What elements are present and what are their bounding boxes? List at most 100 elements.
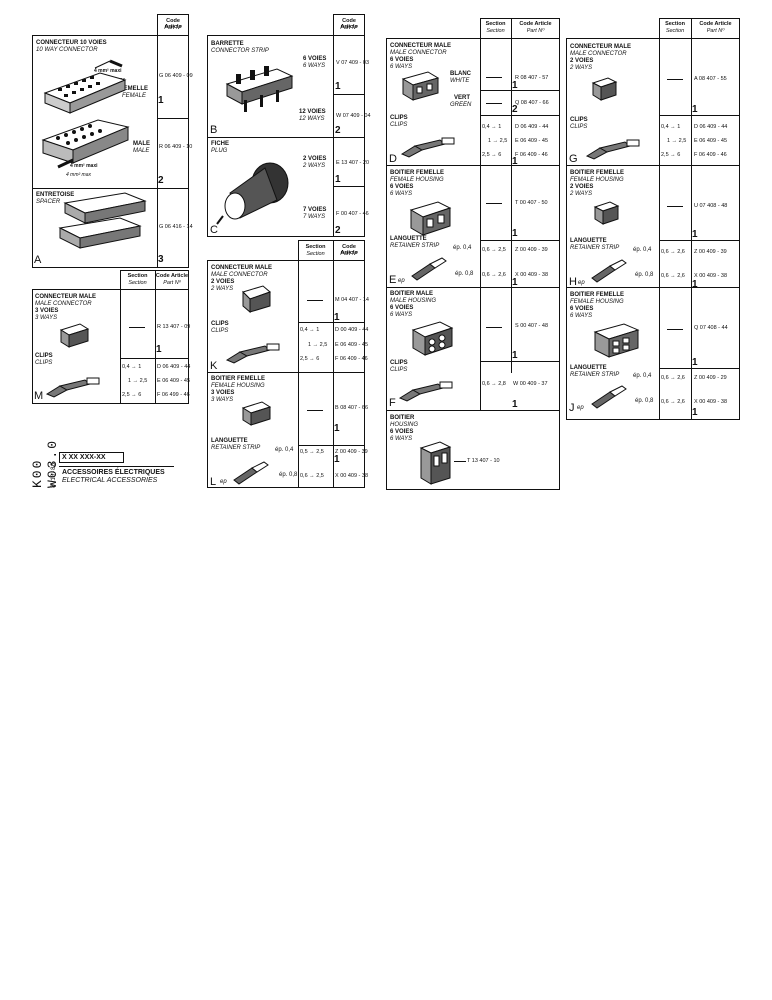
- part-code: W 07 409 - 04: [336, 113, 371, 119]
- thickness: ép. 0,4: [275, 447, 294, 453]
- panel-h-title-en: FEMALE HOUSING: [570, 177, 624, 183]
- part-code: Z 00 409 - 39: [694, 249, 727, 255]
- panel-letter: A: [34, 254, 42, 266]
- color-green: VERT: [454, 95, 471, 101]
- part-code: S 00 407 - 48: [515, 323, 549, 329]
- panel-j-title-en: FEMALE HOUSING: [570, 299, 624, 305]
- panel-letter: D: [389, 153, 397, 165]
- section-range: 2,5 → 6: [300, 356, 320, 362]
- code-box-text: X XX XXX-XX: [62, 454, 106, 461]
- code-header-en: Part Nº: [340, 251, 358, 257]
- section-header: Section: [127, 273, 148, 279]
- ways-label-en: 3 WAYS: [211, 397, 234, 403]
- panel-housing: [386, 410, 560, 490]
- section-header-en: Section: [665, 28, 685, 34]
- clips-label: CLIPS: [570, 117, 588, 123]
- panel-k-title: CONNECTEUR MALE: [211, 265, 272, 271]
- retainer-label: LANGUETTE: [390, 236, 427, 242]
- code-header-fr: Code Article: [519, 21, 552, 27]
- ep-label: ep: [220, 479, 227, 485]
- part-code: G 06 416 - 14: [159, 224, 193, 230]
- male-connector-2way-drawing: [242, 285, 271, 314]
- section-header: Section: [665, 21, 685, 27]
- female-housing-2way-drawing: [593, 201, 620, 225]
- clips-label: CLIPS: [390, 115, 408, 121]
- spacer-drawing: [58, 192, 147, 249]
- panel-f-title: BOITIER MALE: [390, 291, 433, 297]
- panel-b-title: BARRETTE: [211, 41, 244, 47]
- male-label-en: MALE: [133, 148, 150, 154]
- panel-l-title-en: FEMALE HOUSING: [211, 383, 265, 389]
- section-range: 0,6 → 2,6: [661, 273, 685, 279]
- ep-label: ep: [578, 280, 585, 286]
- ways-label-en: 6 WAYS: [390, 312, 413, 318]
- clips-label: CLIPS: [211, 321, 229, 327]
- ways-label-en: 7 WAYS: [303, 214, 326, 220]
- panel-m-title-en: MALE CONNECTOR: [35, 301, 92, 307]
- retainer-strip-drawing: [591, 385, 627, 409]
- part-code: F 06 409 - 46: [515, 152, 548, 158]
- part-code: E 06 409 - 45: [157, 378, 191, 384]
- retainer-label-en: RETAINER STRIP: [390, 243, 440, 249]
- housing-6way-drawing: [419, 441, 452, 485]
- panel-c-title: FICHE: [211, 141, 229, 147]
- housing-title-en: HOUSING: [390, 422, 419, 428]
- date-vertical: 8 10-86: [50, 462, 57, 488]
- part-code: X 00 409 - 38: [694, 273, 728, 279]
- panel-letter: B: [210, 124, 218, 136]
- section-dash: [667, 79, 683, 80]
- panel-l-title: BOITIER FEMELLE: [211, 376, 265, 382]
- housing-title: BOITIER: [390, 415, 415, 421]
- code-header-en: Part Nº: [526, 28, 545, 34]
- part-code: F 06 409 - 46: [335, 356, 368, 362]
- section-range: 0,6 → 2,5: [482, 247, 506, 253]
- panel-h-title: BOITIER FEMELLE: [570, 170, 624, 176]
- color-white-en: WHITE: [450, 78, 470, 84]
- section-header: Section: [305, 244, 326, 250]
- female-label: FEMELLE: [120, 86, 148, 92]
- retainer-strip-drawing: [411, 257, 447, 281]
- section-header-en: Section: [306, 251, 325, 257]
- part-code: D 06 409 - 44: [694, 124, 728, 130]
- part-code: Z 00 409 - 39: [515, 247, 548, 253]
- ways-label: 2 VOIES: [570, 58, 594, 64]
- section-dash: [486, 77, 502, 78]
- part-code: W 00 409 - 37: [513, 381, 548, 387]
- panel-f-title-en: MALE HOUSING: [390, 298, 437, 304]
- male-connector-3way-drawing: [59, 323, 90, 348]
- qty: 1: [512, 277, 518, 288]
- ways-label-en: 6 WAYS: [390, 64, 413, 70]
- retainer-strip-drawing: [591, 259, 627, 283]
- section-range: 0,6 → 2,6: [661, 375, 685, 381]
- section-dash: [486, 203, 502, 204]
- ways-label: 2 VOIES: [211, 279, 235, 285]
- qty: 2: [512, 104, 518, 115]
- clips-label-en: CLIPS: [390, 367, 408, 373]
- section-range: 1 → 2,5: [308, 342, 328, 348]
- retainer-label: LANGUETTE: [570, 238, 607, 244]
- retainer-label-en: RETAINER STRIP: [211, 445, 261, 451]
- panel-d-title-en: MALE CONNECTOR: [390, 50, 447, 56]
- category-fr: ACCESSOIRES ÉLECTRIQUES: [62, 469, 165, 476]
- clips-label-en: CLIPS: [35, 360, 53, 366]
- category-en: ELECTRICAL ACCESSORIES: [62, 477, 158, 484]
- female-label-en: FEMALE: [122, 93, 147, 99]
- section-range: 0,6 → 2,5: [300, 473, 324, 479]
- color-white: BLANC: [450, 71, 471, 77]
- part-code: R 13 407 - 09: [157, 324, 191, 330]
- ways-label-en: 6 WAYS: [390, 436, 413, 442]
- qty: 2: [335, 225, 341, 236]
- ways-label: 6 VOIES: [390, 429, 414, 435]
- panel-g-title-en: MALE CONNECTOR: [570, 51, 627, 57]
- part-code: T 00 407 - 50: [515, 200, 548, 206]
- section-range: 0,6 → 2,6: [661, 399, 685, 405]
- qty: 1: [335, 81, 341, 92]
- code-header-fr: Code Article: [699, 21, 732, 27]
- ways-label-en: 2 WAYS: [211, 286, 234, 292]
- qty: 1: [692, 357, 698, 368]
- panel-j: [566, 287, 740, 420]
- qty: 1: [512, 156, 518, 167]
- panel-a-title-en: 10 WAY CONNECTOR: [36, 47, 98, 53]
- dim-label: 4 mm² maxi: [70, 163, 98, 169]
- part-code: Q 07 408 - 44: [694, 325, 728, 331]
